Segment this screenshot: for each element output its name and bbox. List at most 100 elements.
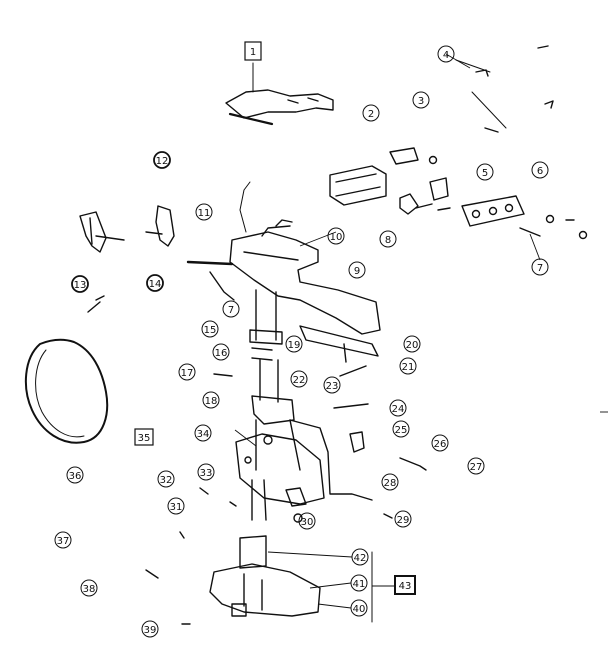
small-hardware-drawing	[145, 365, 427, 625]
svg-text:14: 14	[149, 279, 162, 290]
shaft-column-drawing	[235, 289, 373, 523]
svg-text:9: 9	[354, 266, 360, 277]
svg-text:34: 34	[197, 429, 210, 440]
callout-40: 40	[350, 599, 368, 617]
callout-10: 10	[327, 227, 345, 245]
part-callouts: 1 2 3 4 5 6 7 7 8 9 10 11 12 13 14 15 16…	[54, 41, 549, 638]
callout-6: 6	[531, 161, 549, 179]
svg-text:1: 1	[250, 47, 256, 58]
svg-text:17: 17	[181, 368, 194, 379]
svg-text:28: 28	[384, 478, 397, 489]
callout-38: 38	[80, 579, 98, 597]
callout-41: 41	[350, 574, 368, 592]
callout-7a: 7	[531, 258, 549, 276]
svg-text:5: 5	[482, 168, 488, 179]
callout-23: 23	[323, 376, 341, 394]
callout-2: 2	[362, 104, 380, 122]
svg-text:23: 23	[326, 381, 339, 392]
callout-22: 22	[290, 370, 308, 388]
callout-20: 20	[403, 335, 421, 353]
callout-8: 8	[379, 230, 397, 248]
callout-17: 17	[178, 363, 196, 381]
svg-text:29: 29	[397, 515, 410, 526]
switch-assembly-drawing	[329, 147, 588, 240]
callout-43: 43	[394, 575, 416, 595]
motor-head-bracket-drawing	[186, 181, 381, 363]
svg-text:7: 7	[228, 305, 234, 316]
svg-text:33: 33	[200, 468, 213, 479]
svg-text:26: 26	[434, 439, 447, 450]
svg-text:16: 16	[215, 348, 228, 359]
callout-31: 31	[167, 497, 185, 515]
svg-text:12: 12	[156, 156, 169, 167]
callout-5: 5	[476, 163, 494, 181]
svg-text:2: 2	[368, 109, 374, 120]
motor-cover-drawing	[225, 62, 334, 126]
callout-36: 36	[66, 466, 84, 484]
svg-text:39: 39	[144, 625, 157, 636]
svg-text:19: 19	[288, 340, 301, 351]
leader-lines	[234, 53, 608, 609]
callout-9: 9	[348, 261, 366, 279]
callout-26: 26	[431, 434, 449, 452]
callout-35: 35	[134, 428, 154, 446]
svg-text:35: 35	[138, 433, 151, 444]
callout-16: 16	[212, 343, 230, 361]
svg-text:31: 31	[170, 502, 183, 513]
battery-clamps-drawing	[79, 205, 175, 253]
callout-13: 13	[71, 275, 89, 293]
callout-19: 19	[285, 335, 303, 353]
callout-3: 3	[412, 91, 430, 109]
svg-text:7: 7	[537, 263, 543, 274]
power-cord-drawing	[24, 295, 109, 444]
svg-text:32: 32	[160, 475, 173, 486]
callout-14: 14	[146, 274, 164, 292]
svg-text:8: 8	[385, 235, 391, 246]
svg-text:11: 11	[198, 208, 211, 219]
lower-unit-drawing	[209, 535, 321, 617]
svg-text:27: 27	[470, 462, 483, 473]
svg-text:6: 6	[537, 166, 543, 177]
svg-text:30: 30	[301, 517, 314, 528]
svg-text:22: 22	[293, 375, 306, 386]
callout-32: 32	[157, 470, 175, 488]
callout-1: 1	[244, 41, 262, 61]
svg-text:24: 24	[392, 404, 405, 415]
cable-drawing	[455, 45, 554, 133]
callout-27: 27	[467, 457, 485, 475]
callout-37: 37	[54, 531, 72, 549]
svg-text:13: 13	[74, 280, 87, 291]
callout-30: 30	[298, 512, 316, 530]
callout-25: 25	[392, 420, 410, 438]
svg-text:18: 18	[205, 396, 218, 407]
svg-text:4: 4	[443, 50, 449, 61]
svg-text:43: 43	[399, 581, 412, 592]
callout-24: 24	[389, 399, 407, 417]
svg-text:20: 20	[406, 340, 419, 351]
svg-text:25: 25	[395, 425, 408, 436]
svg-text:41: 41	[353, 579, 366, 590]
svg-text:36: 36	[69, 471, 82, 482]
part-drawings	[24, 45, 588, 625]
svg-text:15: 15	[204, 325, 217, 336]
svg-text:40: 40	[353, 604, 366, 615]
svg-text:10: 10	[330, 232, 343, 243]
callout-bracket	[371, 551, 395, 623]
svg-text:3: 3	[418, 96, 424, 107]
svg-text:21: 21	[402, 362, 415, 373]
callout-29: 29	[394, 510, 412, 528]
callout-34: 34	[194, 424, 212, 442]
callout-42: 42	[351, 548, 369, 566]
callout-33: 33	[197, 463, 215, 481]
callout-4: 4	[437, 45, 455, 63]
svg-text:38: 38	[83, 584, 96, 595]
callout-12: 12	[153, 151, 171, 169]
callout-15: 15	[201, 320, 219, 338]
callout-21: 21	[399, 357, 417, 375]
callout-7b: 7	[222, 300, 240, 318]
callout-39: 39	[141, 620, 159, 638]
svg-text:42: 42	[354, 553, 367, 564]
callout-11: 11	[195, 203, 213, 221]
callout-28: 28	[381, 473, 399, 491]
